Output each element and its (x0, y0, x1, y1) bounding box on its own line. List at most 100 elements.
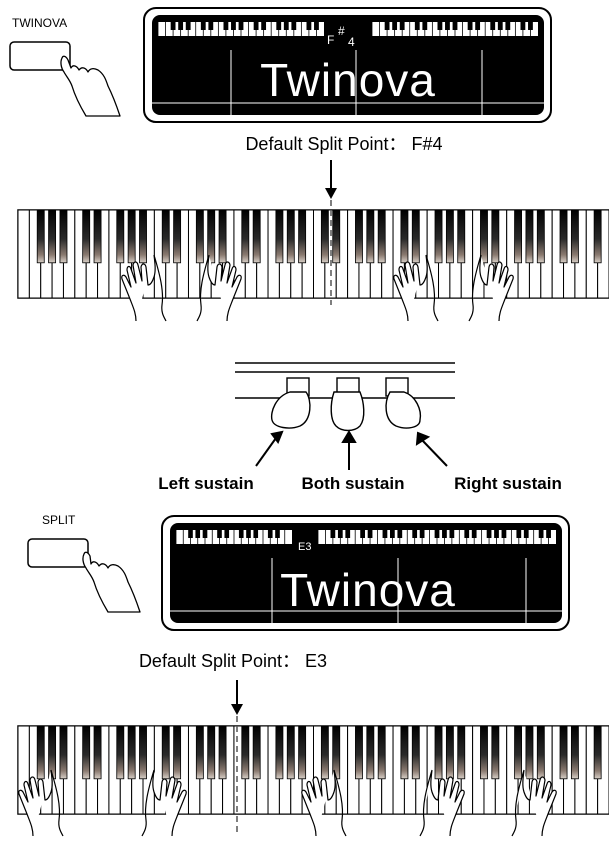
pointing-hand-icon (60, 55, 121, 117)
black-key (491, 725, 500, 780)
black-key (218, 725, 227, 780)
black-key (355, 725, 363, 780)
pedal-arrows (255, 430, 448, 470)
lcd-keyboard-strip (175, 530, 556, 544)
black-key (298, 209, 307, 264)
black-key (59, 209, 68, 264)
black-key (116, 725, 125, 780)
black-key (434, 725, 443, 780)
black-key (161, 209, 170, 264)
black-key (286, 725, 295, 780)
black-key (207, 725, 216, 780)
black-key (559, 209, 568, 264)
piano-keyboard-top (17, 209, 609, 299)
black-key (207, 209, 216, 264)
black-key (275, 209, 284, 264)
twinova-button-label: TWINOVA (12, 16, 67, 30)
black-key (286, 209, 295, 264)
black-key (116, 209, 125, 264)
black-key (445, 209, 454, 264)
black-key (400, 209, 409, 264)
black-key (457, 209, 466, 264)
black-key (536, 725, 545, 780)
twinova-lcd-display: F # 4 Twinova (143, 7, 552, 123)
black-key (82, 725, 91, 780)
black-key (241, 209, 250, 264)
black-key (252, 209, 261, 264)
twinova-button[interactable] (9, 41, 71, 71)
lcd-main-text: Twinova (260, 54, 436, 106)
black-key (593, 209, 602, 264)
black-key (559, 725, 568, 780)
lcd-split-accidental: # (338, 24, 345, 38)
black-key (366, 725, 375, 780)
split-arrow-icon (231, 680, 243, 715)
black-key (377, 209, 386, 264)
lcd-split-note: F (327, 33, 334, 47)
black-key (400, 725, 409, 780)
black-key (127, 209, 136, 264)
black-key (59, 725, 68, 780)
split-lcd-display: E3 Twinova (161, 515, 570, 631)
black-key (139, 209, 147, 264)
black-key (161, 725, 170, 780)
split-caption: Default Split Point： E3 (139, 651, 327, 671)
black-key (514, 209, 523, 264)
split-arrow-icon (325, 160, 337, 199)
black-key (48, 725, 57, 780)
black-key (93, 209, 102, 264)
black-key (275, 725, 284, 780)
black-key (252, 725, 261, 780)
black-key (366, 209, 375, 264)
left-pedal[interactable] (270, 377, 311, 429)
black-key (320, 725, 329, 780)
both-sustain-label: Both sustain (302, 474, 405, 493)
middle-pedal[interactable] (330, 377, 365, 432)
pointing-hand-icon (82, 551, 141, 613)
black-key (514, 725, 523, 780)
lcd-main-text: Twinova (280, 564, 456, 616)
black-key (570, 725, 579, 780)
black-key (525, 725, 534, 780)
black-key (298, 725, 307, 780)
black-key (218, 209, 227, 264)
right-pedal[interactable] (385, 377, 422, 429)
black-key (320, 209, 329, 264)
black-key (377, 725, 386, 780)
black-key (48, 209, 57, 264)
black-key (93, 725, 102, 780)
black-key (480, 209, 488, 264)
twinova-split-caption: Default Split Point： F#4 (245, 134, 442, 154)
black-key (593, 725, 602, 780)
black-key (173, 209, 182, 264)
black-key (434, 209, 443, 264)
black-key (536, 209, 545, 264)
black-key (480, 725, 488, 780)
lcd-split-octave: 4 (348, 35, 355, 49)
left-sustain-label: Left sustain (158, 474, 253, 493)
black-key (195, 209, 204, 264)
white-key (17, 209, 30, 299)
black-key (355, 209, 363, 264)
lcd-keyboard-strip (157, 22, 538, 36)
right-sustain-label: Right sustain (454, 474, 562, 493)
black-key (570, 209, 579, 264)
black-key (173, 725, 182, 780)
pedal-unit (235, 362, 455, 432)
black-key (445, 725, 454, 780)
black-key (525, 209, 534, 264)
black-key (411, 209, 420, 264)
black-key (82, 209, 91, 264)
black-key (195, 725, 204, 780)
black-key (457, 725, 466, 780)
lcd-split-note: E3 (298, 541, 311, 553)
black-key (36, 725, 45, 780)
piano-keyboard-bottom (17, 725, 609, 815)
split-button[interactable] (27, 538, 89, 568)
black-key (491, 209, 500, 264)
black-key (36, 209, 45, 264)
split-button-label: SPLIT (42, 513, 76, 527)
black-key (139, 725, 147, 780)
black-key (127, 725, 136, 780)
